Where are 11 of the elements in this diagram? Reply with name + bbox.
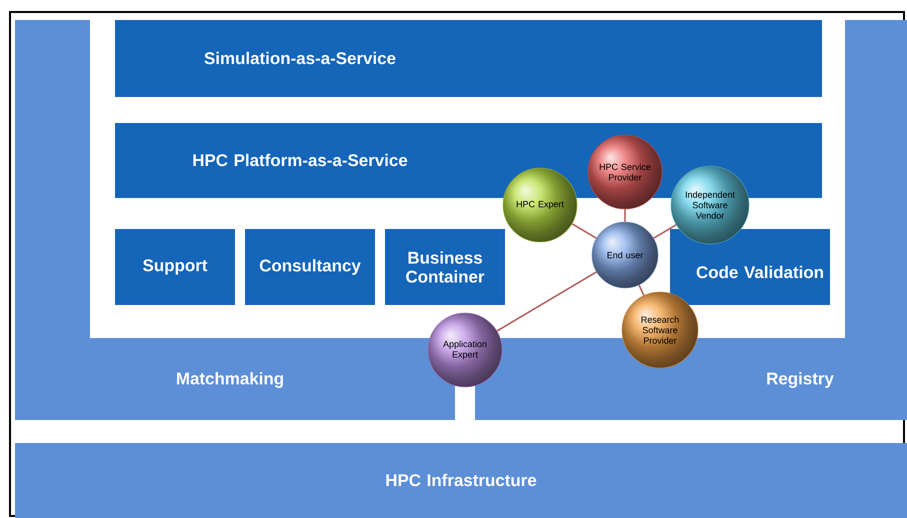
service-box: Business Container <box>385 229 505 305</box>
service-box: Support <box>115 229 235 305</box>
connector-line <box>653 224 677 239</box>
service-box: Code Validation <box>670 229 830 305</box>
infrastructure-band: HPC Infrastructure <box>15 443 907 518</box>
connector-line <box>572 223 597 239</box>
service-box: Consultancy <box>245 229 375 305</box>
connector-line <box>624 209 626 222</box>
connector-line <box>496 271 597 332</box>
connector-line <box>638 284 645 296</box>
service-band: Simulation-as-a-Service <box>115 20 822 97</box>
